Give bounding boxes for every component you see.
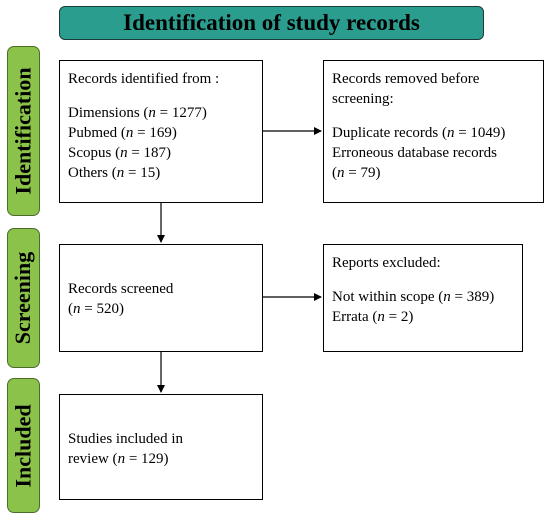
excluded-not-in-scope: Not within scope (n = 389): [332, 289, 495, 305]
records-screened-box: Records screened (n = 520): [59, 244, 263, 352]
excluded-errata: Errata (n = 2): [332, 309, 414, 325]
stage-identification: Identification: [7, 46, 40, 216]
source-scopus: Scopus (n = 187): [68, 145, 172, 161]
source-pubmed: Pubmed (n = 169): [68, 125, 177, 141]
reports-excluded-box: Reports excluded: Not within scope (n = …: [323, 244, 523, 352]
records-identified-box: Records identified from : Dimensions (n …: [59, 60, 263, 203]
records-screened-label: Records screened: [68, 281, 174, 297]
studies-included-box: Studies included in review (n = 129): [59, 394, 263, 500]
reports-excluded-heading: Reports excluded:: [332, 255, 441, 271]
studies-included-count: review (n = 129): [68, 451, 169, 467]
records-removed-heading-2: screening:: [332, 91, 394, 107]
records-removed-box: Records removed before screening: Duplic…: [323, 60, 544, 203]
source-dimensions: Dimensions (n = 1277): [68, 105, 207, 121]
records-screened-count: (n = 520): [68, 301, 124, 317]
source-others: Others (n = 15): [68, 165, 161, 181]
records-identified-heading: Records identified from :: [68, 71, 220, 87]
stage-included: Included: [7, 378, 40, 513]
stage-screening: Screening: [7, 228, 40, 368]
records-removed-heading-1: Records removed before: [332, 71, 480, 87]
diagram-title: Identification of study records: [123, 10, 420, 35]
title-bar: Identification of study records: [59, 6, 484, 40]
erroneous-records-label: Erroneous database records: [332, 145, 497, 161]
studies-included-label: Studies included in: [68, 431, 183, 447]
duplicate-records: Duplicate records (n = 1049): [332, 125, 506, 141]
erroneous-records-count: (n = 79): [332, 165, 381, 181]
